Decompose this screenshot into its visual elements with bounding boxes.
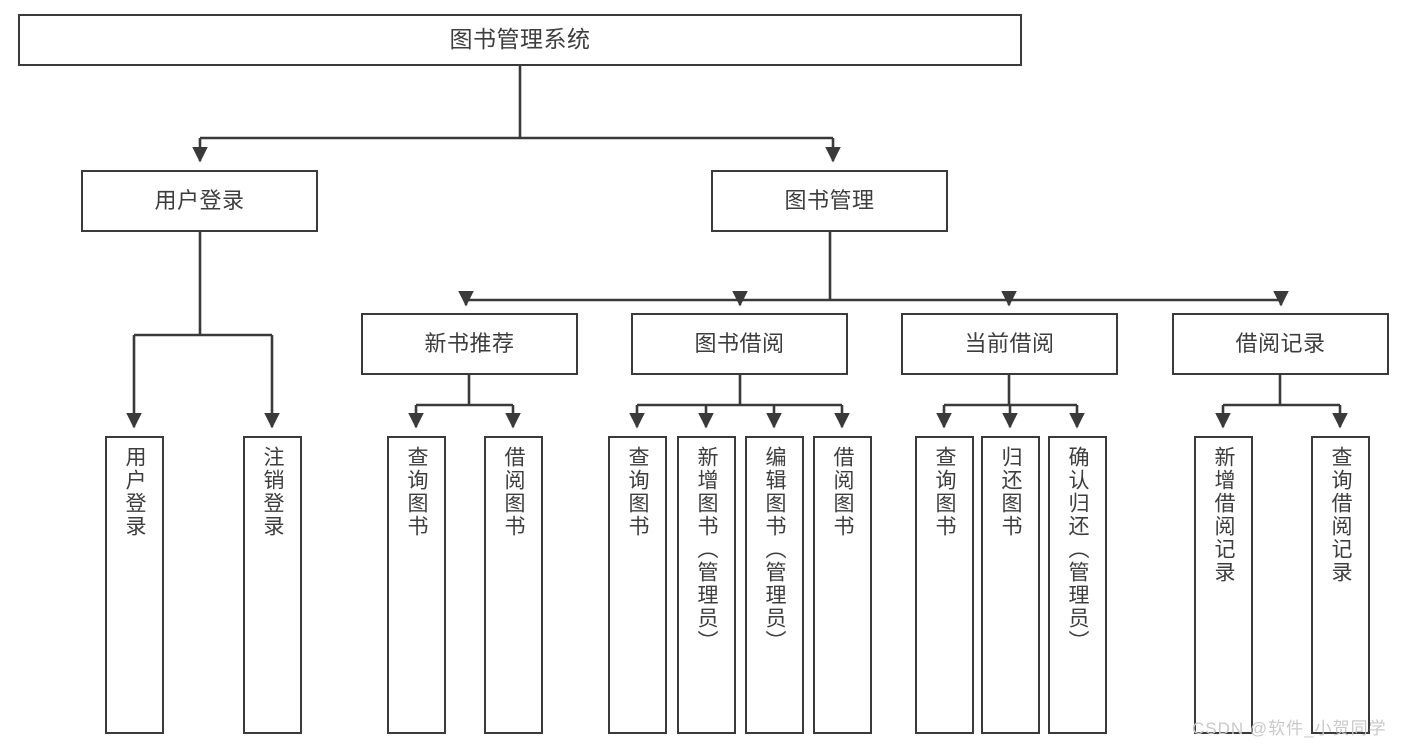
leaf-current-borrow-query-book[interactable]: 查询图书 <box>915 436 974 734</box>
node-current-borrow[interactable]: 当前借阅 <box>901 313 1118 375</box>
node-root-book-management-system[interactable]: 图书管理系统 <box>18 14 1022 66</box>
node-label: 图书借阅 <box>694 331 785 357</box>
leaf-current-borrow-return-book[interactable]: 归还图书 <box>981 436 1040 734</box>
node-label: 当前借阅 <box>964 331 1055 357</box>
node-book-management[interactable]: 图书管理 <box>711 170 948 232</box>
node-label: 用户登录 <box>154 188 245 214</box>
leaf-borrow-record-query-record[interactable]: 查询借阅记录 <box>1311 436 1370 734</box>
leaf-book-borrow-query-book[interactable]: 查询图书 <box>608 436 667 734</box>
leaf-book-borrow-borrow-book[interactable]: 借阅图书 <box>813 436 872 734</box>
node-label: 注销登录 <box>261 446 285 538</box>
node-label: 用户登录 <box>123 446 147 538</box>
leaf-current-borrow-confirm-return-admin[interactable]: 确认归还（管理员） <box>1048 436 1107 734</box>
node-label: 借阅图书 <box>502 446 526 538</box>
leaf-book-borrow-edit-book-admin[interactable]: 编辑图书（管理员） <box>745 436 804 734</box>
node-label: 图书管理系统 <box>449 26 591 53</box>
leaf-user-login-login[interactable]: 用户登录 <box>105 436 164 734</box>
node-borrow-record[interactable]: 借阅记录 <box>1172 313 1389 375</box>
node-label: 归还图书 <box>999 446 1023 538</box>
leaf-new-book-borrow-book[interactable]: 借阅图书 <box>484 436 543 734</box>
leaf-user-login-logout[interactable]: 注销登录 <box>243 436 302 734</box>
node-label: 借阅图书 <box>831 446 855 538</box>
node-label: 查询图书 <box>405 446 429 538</box>
leaf-borrow-record-add-record[interactable]: 新增借阅记录 <box>1194 436 1253 734</box>
node-user-login[interactable]: 用户登录 <box>81 170 318 232</box>
node-label: 新书推荐 <box>424 331 515 357</box>
node-label: 图书管理 <box>784 188 875 214</box>
csdn-watermark: CSDN @软件_小贺同学 <box>1192 719 1387 738</box>
node-label: 编辑图书（管理员） <box>763 446 787 653</box>
node-label: 确认归还（管理员） <box>1066 446 1090 653</box>
leaf-new-book-query-book[interactable]: 查询图书 <box>387 436 446 734</box>
node-label: 查询图书 <box>933 446 957 538</box>
node-label: 查询借阅记录 <box>1329 446 1353 584</box>
node-new-book-recommend[interactable]: 新书推荐 <box>361 313 578 375</box>
node-label: 新增图书（管理员） <box>695 446 719 653</box>
leaf-book-borrow-add-book-admin[interactable]: 新增图书（管理员） <box>677 436 736 734</box>
node-book-borrow[interactable]: 图书借阅 <box>631 313 848 375</box>
node-label: 借阅记录 <box>1235 331 1326 357</box>
node-label: 查询图书 <box>626 446 650 538</box>
node-label: 新增借阅记录 <box>1212 446 1236 584</box>
